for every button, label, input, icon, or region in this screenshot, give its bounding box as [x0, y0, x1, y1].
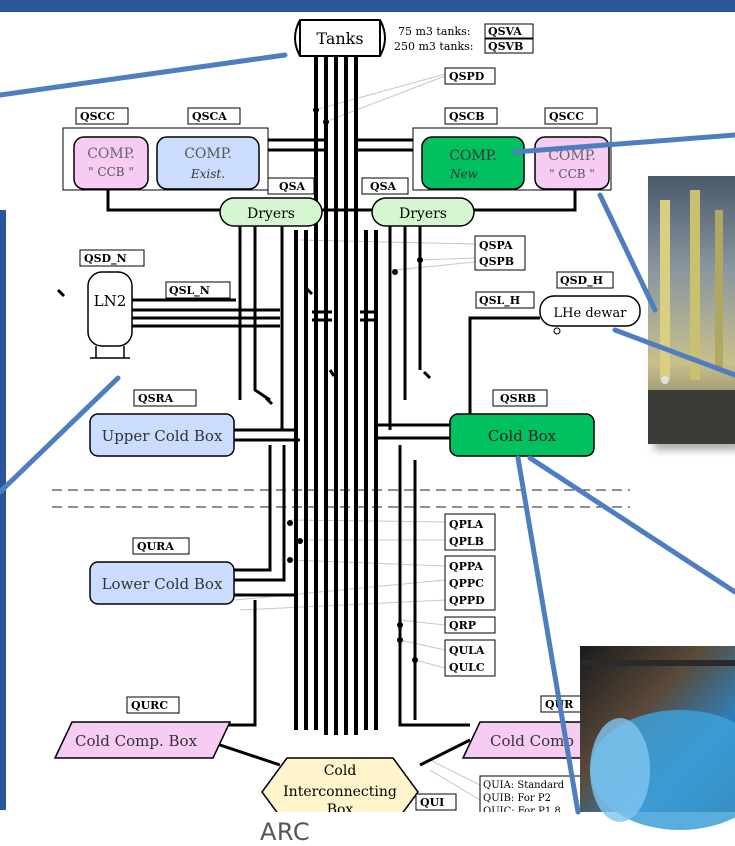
qsva-tag: QSVA — [488, 25, 522, 38]
quia-text: QUIA: Standard — [483, 780, 565, 791]
cold-comp-box-right-label: Cold Comp — [490, 732, 574, 750]
page-title: ARC — [260, 818, 310, 846]
qspb-tag: QSPB — [479, 255, 514, 268]
pipe-bundle — [296, 55, 376, 735]
quib-text: QUIB: For P2 — [483, 793, 551, 804]
qura-tag: QURA — [137, 540, 174, 553]
facility-photo-1 — [648, 176, 735, 444]
qppc-tag: QPPC — [449, 577, 484, 590]
qsa-left-tag: QSA — [279, 180, 306, 193]
cold-comp-box-left-label: Cold Comp. Box — [75, 732, 198, 750]
qrp-tag: QRP — [449, 619, 476, 632]
qppa-tag: QPPA — [449, 560, 483, 573]
qulc-tag: QULC — [449, 661, 485, 674]
tanks-node: Tanks — [295, 20, 385, 56]
qsd-n-tag: QSD_N — [84, 252, 127, 266]
ln2-tank: LN2 — [88, 272, 132, 358]
comp-exist-label: COMP. — [184, 146, 232, 162]
upper-cold-box-label: Upper Cold Box — [102, 427, 223, 445]
cold-box-label: Cold Box — [488, 427, 557, 445]
qula-tag: QULA — [449, 644, 485, 657]
qscb-tag: QSCB — [449, 110, 485, 123]
tanks-note-75: 75 m3 tanks: — [398, 25, 471, 38]
qsa-right-tag: QSA — [370, 180, 397, 193]
dryers-right-label: Dryers — [399, 206, 447, 222]
qsl-h-tag: QSL_H — [479, 294, 520, 308]
comp-exist-sub: Exist. — [190, 167, 225, 181]
comp-ccb-left-label: COMP. — [87, 146, 135, 162]
qpla-tag: QPLA — [449, 518, 484, 531]
compressor-ccb-left — [74, 137, 148, 189]
ln2-label: LN2 — [94, 292, 127, 310]
facility-photo-2 — [580, 646, 735, 830]
boundary-dashes — [52, 490, 630, 507]
qui-tag: QUI — [420, 796, 444, 809]
qsca-tag: QSCA — [192, 110, 227, 123]
qsra-tag: QSRA — [138, 392, 174, 405]
qsd-h-tag: QSD_H — [560, 274, 603, 288]
qsl-n-tag: QSL_N — [169, 284, 210, 298]
lower-cold-box-label: Lower Cold Box — [102, 575, 223, 593]
interconnect-line-1: Cold — [324, 763, 357, 779]
tanks-note-250: 250 m3 tanks: — [394, 40, 474, 53]
comp-new-label: COMP. — [449, 148, 497, 164]
interconnect-line-2: Interconnecting — [283, 784, 397, 800]
qurc-tag: QURC — [131, 699, 168, 712]
tanks-label: Tanks — [316, 29, 363, 48]
qplb-tag: QPLB — [449, 535, 484, 548]
comp-new-sub: New — [449, 167, 479, 181]
dryers-left-label: Dryers — [247, 206, 295, 222]
lhe-dewar: LHe dewar — [540, 296, 640, 334]
comp-ccb-left-sub: " CCB " — [88, 165, 134, 179]
qspd-tag: QSPD — [449, 70, 485, 83]
qppd-tag: QPPD — [449, 594, 485, 607]
qscc-left-tag: QSCC — [80, 110, 115, 123]
compressor-existing — [157, 137, 259, 189]
qsvb-tag: QSVB — [488, 40, 523, 53]
lhe-dewar-label: LHe dewar — [554, 306, 628, 321]
comp-ccb-right-sub: " CCB " — [549, 167, 595, 181]
qspa-tag: QSPA — [479, 239, 513, 252]
qscc-right-tag: QSCC — [549, 110, 584, 123]
qsrb-tag: QSRB — [500, 392, 536, 405]
